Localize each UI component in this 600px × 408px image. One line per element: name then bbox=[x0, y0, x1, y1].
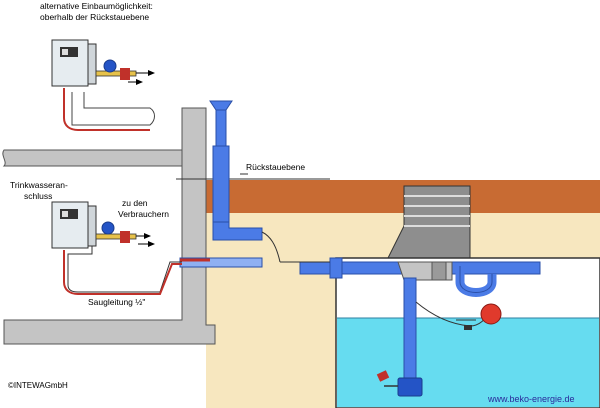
label-verbraucher-line1: zu den bbox=[122, 198, 148, 208]
valve-handle-upper bbox=[120, 68, 130, 80]
supply-hose-lower bbox=[63, 250, 182, 295]
controller-box-upper bbox=[51, 39, 89, 87]
label-saugleitung: Saugleitung ½" bbox=[88, 297, 145, 307]
pump-upper-icon bbox=[103, 59, 117, 73]
downpipe-upper bbox=[215, 109, 227, 147]
controller-box-lower bbox=[51, 201, 89, 249]
controller-indicator bbox=[62, 211, 68, 217]
building-wall bbox=[3, 107, 216, 345]
float-weight bbox=[464, 325, 472, 330]
supply-pipe-lower bbox=[67, 246, 182, 293]
label-rueckstauebene: Rückstauebene bbox=[246, 162, 305, 172]
downpipe-funnel bbox=[209, 100, 233, 111]
pump-lower-icon bbox=[101, 221, 115, 235]
controller-backplate-lower bbox=[87, 205, 97, 247]
downpipe-elbow bbox=[212, 221, 263, 241]
downpipe-lower bbox=[212, 145, 230, 229]
label-alt-line1: alternative Einbaumöglichkeit: bbox=[40, 1, 153, 11]
upper-floor-slab bbox=[2, 149, 183, 167]
controller-display-lower bbox=[60, 209, 78, 219]
manhole-rings bbox=[404, 195, 470, 227]
label-trinkwasser-line1: Trinkwasseran- bbox=[10, 180, 68, 190]
label-alt-line2: oberhalb der Rückstauebene bbox=[40, 12, 149, 22]
controller-backplate-upper bbox=[87, 43, 97, 85]
overflow-siphon-edge bbox=[459, 266, 493, 293]
suction-pipe-vertical bbox=[403, 277, 417, 379]
check-valve-icon bbox=[376, 370, 390, 382]
downpipe-sag bbox=[261, 231, 281, 263]
upper-pipe-sleeve bbox=[71, 92, 155, 126]
filter-inner bbox=[431, 261, 447, 281]
soil-layer bbox=[206, 180, 600, 213]
float-switch-icon bbox=[480, 303, 502, 325]
label-verbraucher-line2: Verbrauchern bbox=[118, 209, 169, 219]
supply-hose-upper bbox=[63, 88, 150, 131]
label-website: www.beko-energie.de bbox=[487, 394, 575, 404]
cistern-water bbox=[337, 318, 599, 407]
valve-handle-lower bbox=[120, 231, 130, 243]
controller-indicator bbox=[62, 49, 68, 55]
inlet-collar bbox=[329, 257, 343, 279]
label-trinkwasser-line2: schluss bbox=[24, 191, 52, 201]
controller-display-upper bbox=[60, 47, 78, 57]
label-copyright: ©INTEWAGmbH bbox=[8, 381, 68, 390]
submersible-filter-icon bbox=[397, 377, 423, 397]
